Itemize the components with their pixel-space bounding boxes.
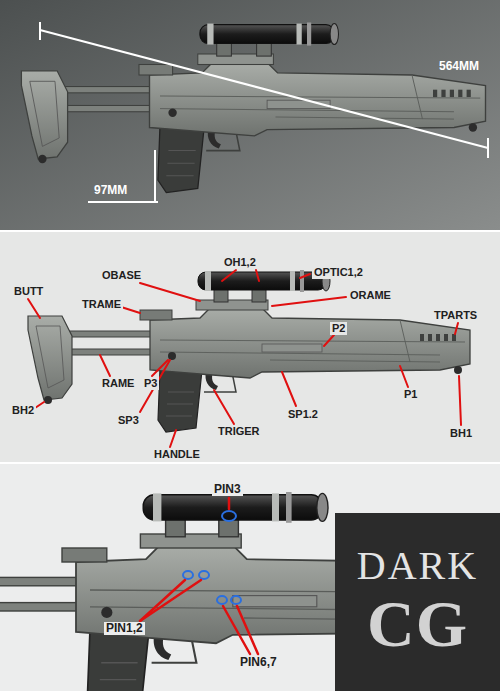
part-label: OBASE: [100, 269, 143, 282]
watermark-text: DARK: [357, 544, 478, 588]
part-label: TRAME: [80, 298, 123, 311]
watermark-text: CG: [367, 588, 468, 661]
part-label: BUTT: [12, 285, 45, 298]
part-label: OPTIC1,2: [312, 266, 365, 279]
dimension-label: 97MM: [92, 184, 129, 197]
part-label: BH2: [10, 404, 36, 417]
part-label: HANDLE: [152, 448, 202, 461]
part-label: P2: [330, 322, 347, 335]
part-label: TPARTS: [432, 309, 479, 322]
part-label: RAME: [100, 377, 136, 390]
pin-label: PIN6,7: [238, 656, 279, 669]
part-label: P3: [142, 377, 159, 390]
part-label: P1: [402, 388, 419, 401]
part-label: OH1,2: [222, 256, 258, 269]
dimension-label: 564MM: [437, 60, 481, 73]
pin-label: PIN1,2: [104, 622, 145, 635]
watermark-box: DARKCG: [335, 513, 500, 691]
pin-label: PIN3: [212, 483, 243, 496]
part-label: BH1: [448, 427, 474, 440]
part-label: SP3: [116, 414, 141, 427]
part-label: TRIGER: [216, 425, 262, 438]
part-label: SP1.2: [286, 408, 320, 421]
part-label: ORAME: [348, 289, 393, 302]
